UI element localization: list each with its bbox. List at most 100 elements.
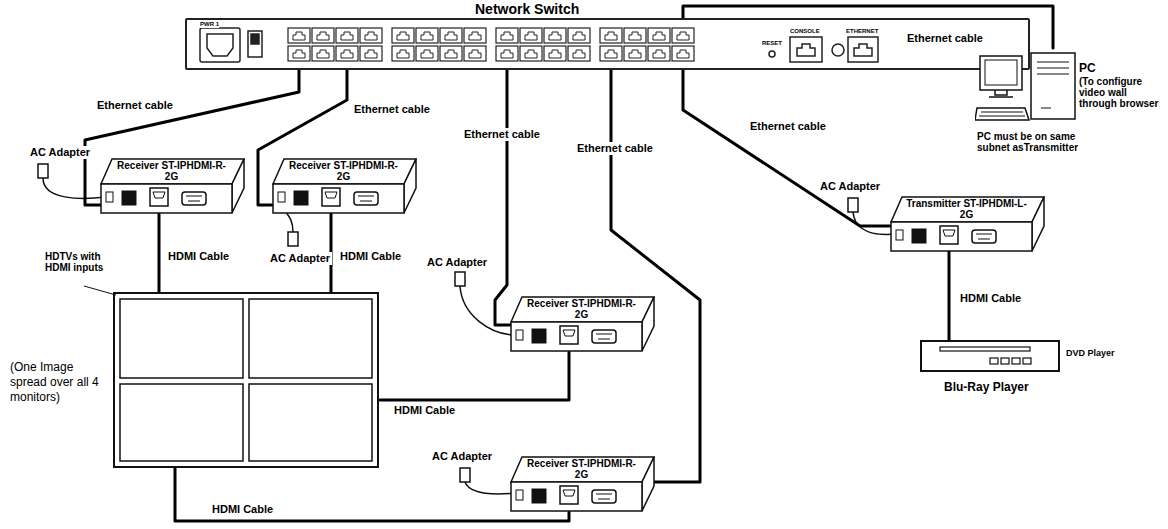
port-notch [525, 32, 537, 40]
switch-port [648, 46, 670, 61]
switch-port [624, 28, 646, 43]
ac-adapters-part [848, 198, 858, 212]
switch-port [648, 28, 670, 43]
switch-port [360, 28, 382, 43]
front-face [101, 184, 232, 213]
port-notch [549, 32, 561, 40]
top-face [891, 197, 1044, 222]
cable-label: Ethernet cable [462, 128, 542, 141]
player-details [940, 347, 1031, 364]
switch-details-part [848, 37, 878, 62]
pc-icon [975, 48, 1079, 128]
port-notch [421, 32, 433, 40]
keys [979, 112, 1025, 116]
serial-pins [596, 494, 612, 499]
tv-screens-part [249, 299, 372, 378]
device-title: Receiver ST-IPHDMI-R-2G [524, 458, 639, 480]
power-port [516, 490, 523, 500]
ac-adapters-part [460, 286, 516, 335]
receiver-box: Receiver ST-IPHDMI-R-2G [510, 456, 655, 512]
side-face [642, 297, 654, 351]
serial-pins [186, 196, 202, 201]
note-label: AC Adapter [818, 180, 882, 193]
cable-label: Ethernet cable [95, 99, 175, 112]
switch-port [544, 28, 566, 43]
port-notch [677, 50, 689, 58]
pc-computer: PC(To configure video wall through brows… [975, 48, 1163, 128]
tv-screens-part [120, 384, 243, 461]
serial-port [354, 192, 378, 205]
port-notch [629, 50, 641, 58]
cable [379, 352, 569, 400]
switch-port [392, 46, 414, 61]
switch-port [600, 28, 622, 43]
switch-details-part [790, 37, 822, 62]
port-notch [501, 50, 513, 58]
top-face [101, 159, 244, 184]
hdmi-port [153, 192, 165, 198]
receiver-box: Receiver ST-IPHDMI-R-2G [100, 158, 245, 214]
hdmi-plug [940, 226, 958, 244]
hdmi-plug [560, 486, 578, 504]
cable [158, 214, 161, 292]
player-details-part [990, 358, 998, 364]
switch-port [336, 28, 358, 43]
serial-pins [976, 234, 992, 239]
port-notch [365, 32, 377, 40]
cable-label: Ethernet cable [905, 32, 985, 45]
switch-port [464, 46, 486, 61]
hdmi-plug [560, 326, 578, 344]
switch-port [520, 28, 542, 43]
transmitter-box: Transmitter ST-IPHDMI-L-2G [890, 196, 1045, 252]
port-notch [501, 32, 513, 40]
hdmi-plug [322, 188, 340, 206]
cable [683, 70, 890, 226]
ethernet-port [294, 191, 308, 205]
switch-details-part [207, 34, 233, 56]
cable-label: HDMI Cable [958, 292, 1023, 305]
receiver-box: Receiver ST-IPHDMI-R-2G [272, 158, 417, 214]
port-notch [549, 50, 561, 58]
player-title: Blu-Ray Player [944, 380, 1029, 394]
port-notch [317, 32, 329, 40]
switch-port [312, 46, 334, 61]
power-port [896, 230, 903, 240]
note-label: AC Adapter [430, 450, 494, 463]
ac-adapters-part [43, 178, 106, 198]
cable [175, 468, 569, 521]
port-notch [573, 50, 585, 58]
player-details-part [1012, 358, 1020, 364]
switch-port [496, 28, 518, 43]
hdmi-port [563, 330, 575, 336]
ac-adapters-part [38, 164, 48, 178]
player-label: DVD Player [1066, 348, 1115, 358]
power-port [106, 192, 113, 202]
bluray-player: DVD PlayerBlu-Ray Player [920, 340, 1060, 372]
device-title: Receiver ST-IPHDMI-R-2G [114, 160, 229, 182]
serial-port [972, 230, 996, 243]
ac-adapters-part [853, 212, 896, 234]
switch-port [416, 46, 438, 61]
note-label: CONSOLE [790, 28, 820, 35]
switch-port [544, 46, 566, 61]
serial-pins [596, 334, 612, 339]
port-notch [293, 32, 305, 40]
switch-port [440, 46, 462, 61]
tv-screens-part [120, 299, 243, 378]
top-face [273, 159, 416, 184]
port-notch [341, 32, 353, 40]
device-title: Transmitter ST-IPHDMI-L-2G [904, 198, 1029, 220]
cable-label: HDMI Cable [338, 250, 403, 263]
hdmi-plug [150, 188, 168, 206]
hdmi-port [943, 230, 955, 236]
switch-port [392, 28, 414, 43]
switch-details [200, 28, 878, 62]
cable-label: Ethernet cable [352, 103, 432, 116]
monitor [980, 56, 1022, 90]
ethernet-port [912, 229, 926, 243]
port-notch [445, 32, 457, 40]
switch-details-part [769, 51, 775, 57]
port-notch [421, 50, 433, 58]
switch-details-part [854, 44, 872, 56]
port-notch [317, 50, 329, 58]
